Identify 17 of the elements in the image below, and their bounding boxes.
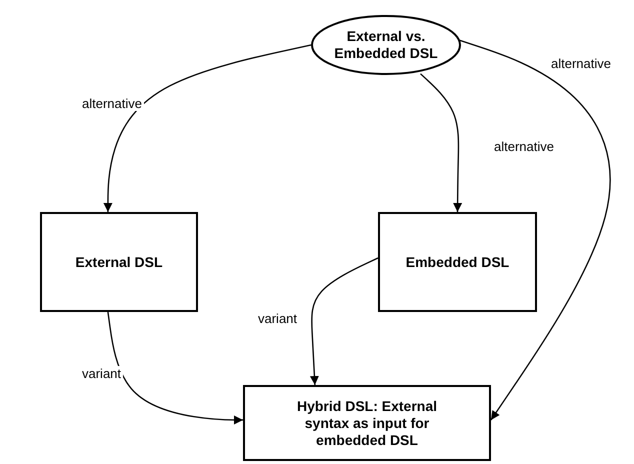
edge-label: alternative [492, 139, 556, 154]
process-box [378, 212, 537, 312]
edge-label: alternative [549, 56, 613, 71]
process-box [40, 212, 198, 312]
edge-label: alternative [80, 96, 144, 111]
node-label: Embedded DSL [406, 254, 510, 270]
arrow [107, 312, 243, 424]
node-label: Hybrid DSL: External syntax as input for embedded DSL [296, 398, 438, 448]
edge-label: variant [80, 366, 124, 381]
arrow [103, 44, 312, 212]
node-label: External DSL [75, 254, 163, 270]
edge-label: variant [256, 311, 300, 326]
arrow [420, 73, 462, 212]
arrow [310, 257, 378, 386]
process-box [243, 385, 491, 461]
node-label: External vs. Embedded DSL [333, 28, 439, 62]
arrow [459, 40, 611, 420]
